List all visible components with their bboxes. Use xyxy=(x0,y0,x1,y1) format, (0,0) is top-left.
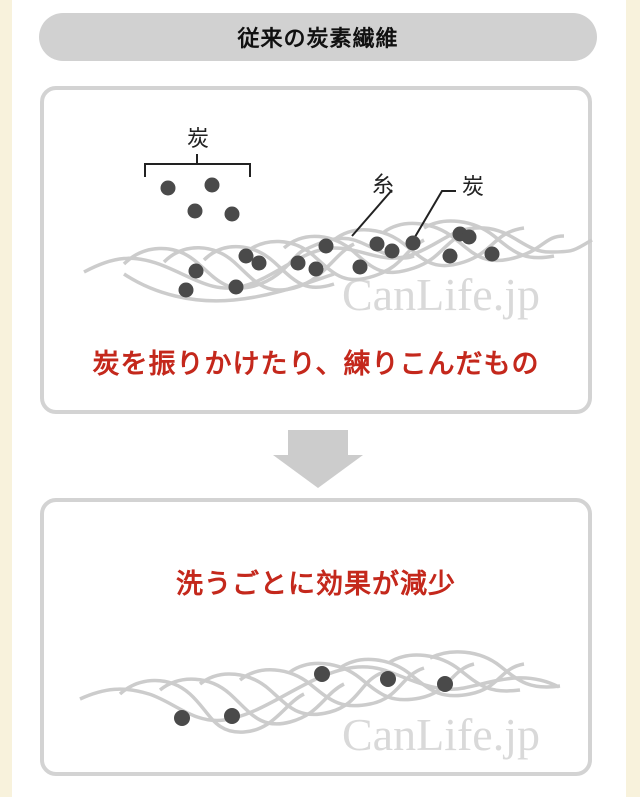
bracket-icon xyxy=(144,154,251,177)
fiber-strands-icon xyxy=(83,219,593,303)
panel-washing-effect: 洗うごとに効果が減少 CanLife.jp xyxy=(40,498,592,776)
label-charcoal-right: 炭 xyxy=(462,175,484,200)
caption-conventional: 炭を振りかけたり、練りこんだもの xyxy=(92,349,540,380)
fiber-strands-icon xyxy=(79,650,561,734)
fiber-diagram-2: CanLife.jp xyxy=(79,650,561,760)
label-thread: 糸 xyxy=(372,173,394,198)
title-pill: 従来の炭素繊維 xyxy=(39,13,597,61)
caption-effect-decreases: 洗うごとに効果が減少 xyxy=(176,569,456,600)
down-arrow-icon xyxy=(273,430,363,488)
panel-conventional: CanLife.jp 炭 糸 炭 xyxy=(40,86,593,414)
charcoal-dots-icon xyxy=(160,177,500,298)
charcoal-dots-icon xyxy=(174,666,453,726)
label-charcoal-top: 炭 xyxy=(187,127,209,152)
leader-lines xyxy=(351,189,456,243)
watermark-2: CanLife.jp xyxy=(342,709,540,760)
fiber-diagram-1: CanLife.jp 炭 糸 炭 xyxy=(83,127,593,320)
title-text: 従来の炭素繊維 xyxy=(237,27,399,52)
